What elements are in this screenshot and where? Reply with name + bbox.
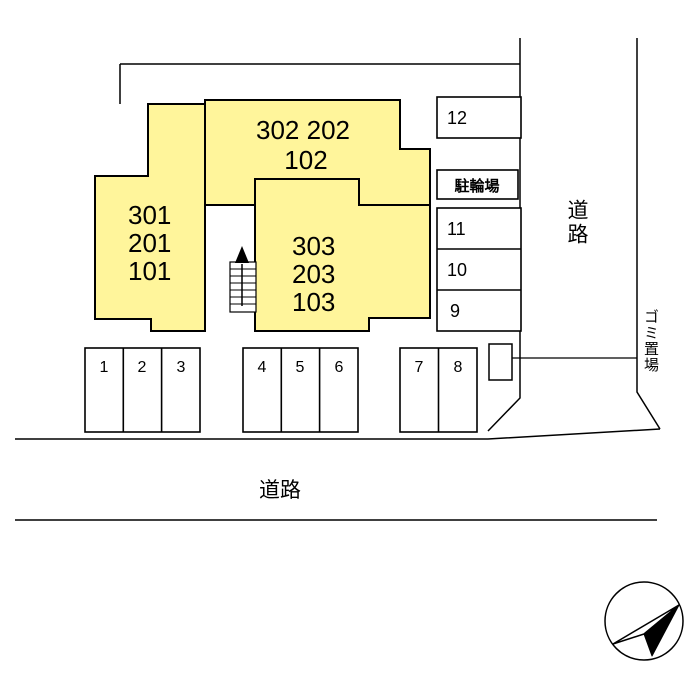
north-arrow-icon: [604, 581, 684, 661]
right-road-edge-line: [636, 38, 661, 430]
road-right-label: 道路: [565, 199, 588, 247]
parking-number-1: 1: [100, 359, 109, 376]
bicycle-parking-label: 駐輪場: [454, 177, 499, 195]
parking-column-dividers: [437, 248, 521, 291]
parking-number-12: 12: [447, 108, 467, 128]
parking-number-10: 10: [447, 260, 467, 280]
parking-group-2: 4 5 6: [242, 347, 359, 433]
parking-number-7: 7: [415, 359, 424, 376]
building-middle-wing: [254, 178, 431, 332]
parking-number-6: 6: [335, 359, 344, 376]
parking-number-11: 11: [447, 219, 466, 239]
parking-column-box: [436, 207, 522, 332]
parking-number-2: 2: [138, 359, 147, 376]
unit-label-left-3: 101: [128, 256, 171, 286]
unit-label-top-2: 102: [284, 145, 327, 175]
parking-number-8: 8: [454, 359, 463, 376]
road-bottom-label: 道路: [259, 479, 301, 502]
unit-label-middle-3: 103: [292, 287, 335, 317]
parking-box-12: [436, 96, 522, 139]
parking-number-5: 5: [296, 359, 305, 376]
staircase-icon: [229, 246, 257, 313]
unit-label-top-1: 302 202: [256, 115, 350, 145]
parking-group-1: 1 2 3: [84, 347, 201, 433]
garbage-area-label: ゴミ置場: [642, 309, 659, 373]
bottom-road-edge-lines: [15, 428, 661, 521]
unit-label-left-2: 201: [128, 228, 171, 258]
parking-number-9: 9: [450, 301, 460, 321]
property-boundary-lines: [119, 38, 521, 432]
unit-label-middle-1: 303: [292, 231, 335, 261]
parking-number-4: 4: [258, 359, 267, 376]
parking-number-3: 3: [177, 359, 186, 376]
parking-group-3: 7 8: [399, 347, 478, 433]
garbage-box: [488, 343, 513, 381]
unit-label-left-1: 301: [128, 200, 171, 230]
unit-label-middle-2: 203: [292, 259, 335, 289]
bicycle-parking-box: [436, 169, 519, 200]
